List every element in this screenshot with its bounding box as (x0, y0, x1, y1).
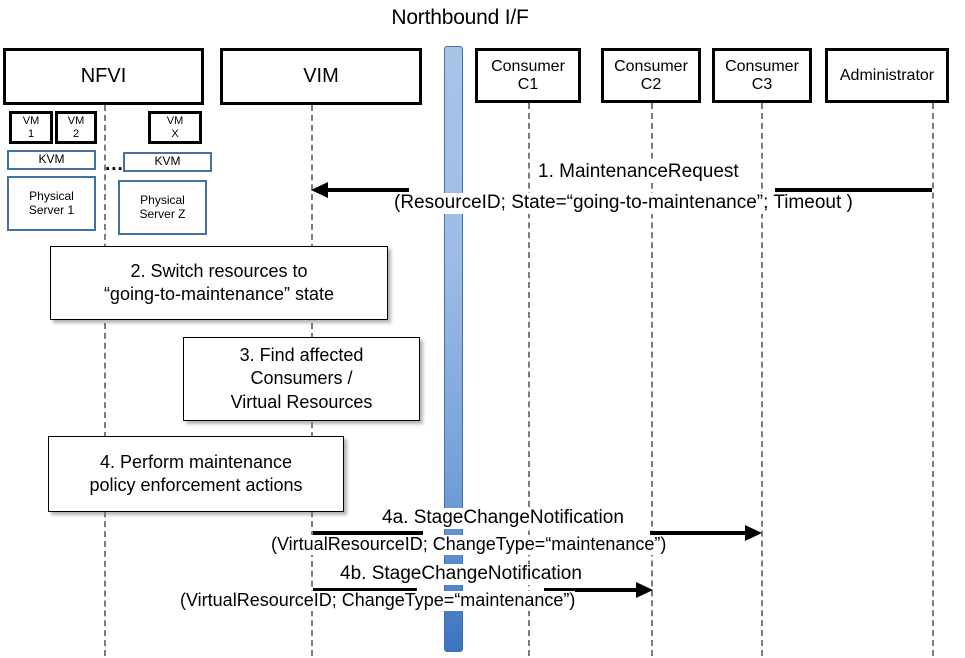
step-label-3: 3. Find affected Consumers / Virtual Res… (230, 345, 373, 412)
kvm-label-1: KVM (38, 152, 65, 167)
lifeline-consumer-c3 (761, 103, 763, 656)
step-label-4: 4. Perform maintenance policy enforcemen… (89, 451, 303, 495)
message-4a-title: 4a. StageChangeNotification (382, 507, 624, 529)
message-1-arrow-head (311, 182, 328, 198)
physical-server-box-2[interactable]: Physical Server Z (118, 180, 207, 235)
step-box-3[interactable]: 3. Find affected Consumers / Virtual Res… (183, 337, 420, 421)
vm-box-1[interactable]: VM 1 (9, 111, 53, 144)
step-box-2[interactable]: 2. Switch resources to “going-to-mainten… (50, 246, 388, 320)
actor-box-nfvi[interactable]: NFVI (3, 48, 204, 105)
actor-label-consumer-c2: Consumer C2 (614, 57, 688, 93)
lifeline-consumer-c1 (528, 103, 530, 656)
message-4b-line-left (313, 588, 417, 592)
lifeline-consumer-c2 (651, 103, 653, 656)
kvm-box-1[interactable]: KVM (7, 150, 96, 170)
message-4a-line-left (313, 531, 423, 535)
message-1-title: 1. MaintenanceRequest (538, 161, 739, 183)
actor-label-consumer-c1: Consumer C1 (491, 57, 565, 93)
message-4a-arrow-head (745, 525, 762, 541)
actor-box-consumer-c1[interactable]: Consumer C1 (475, 48, 581, 103)
actor-label-consumer-c3: Consumer C3 (725, 57, 799, 93)
vm-box-2[interactable]: VM 2 (55, 111, 97, 144)
kvm-box-2[interactable]: KVM (123, 152, 212, 172)
actor-box-consumer-c3[interactable]: Consumer C3 (712, 48, 812, 103)
actor-box-consumer-c2[interactable]: Consumer C2 (601, 48, 701, 103)
message-4a-line-right (650, 531, 746, 535)
actor-box-administrator[interactable]: Administrator (825, 48, 949, 103)
vm-box-x[interactable]: VM X (148, 111, 202, 144)
actor-box-vim[interactable]: VIM (220, 48, 422, 105)
vm-label-1: VM 1 (22, 115, 40, 140)
step-box-4[interactable]: 4. Perform maintenance policy enforcemen… (48, 436, 344, 512)
message-4b-line-right (544, 588, 637, 592)
message-1-params: (ResourceID; State=“going-to-maintenance… (394, 192, 853, 214)
actor-label-administrator: Administrator (839, 66, 935, 84)
physical-server-label-1: Physical Server 1 (28, 188, 75, 217)
message-4b-params: (VirtualResourceID; ChangeType=“maintena… (180, 590, 576, 611)
diagram-title: Northbound I/F (391, 6, 529, 29)
step-label-2: 2. Switch resources to “going-to-mainten… (103, 260, 335, 304)
message-4b-title: 4b. StageChangeNotification (340, 563, 582, 585)
physical-server-box-1[interactable]: Physical Server 1 (7, 176, 96, 231)
vm-label-2: VM 2 (67, 115, 85, 140)
lifeline-nfvi (104, 105, 106, 656)
northbound-if-bar (444, 46, 463, 652)
kvm-label-2: KVM (154, 154, 181, 169)
lifeline-administrator (932, 103, 934, 656)
actor-label-vim: VIM (303, 65, 339, 88)
ellipsis-icon: ... (105, 154, 124, 175)
message-4a-params: (VirtualResourceID; ChangeType=“maintena… (271, 534, 667, 555)
message-4b-arrow-head (636, 582, 653, 598)
physical-server-label-2: Physical Server Z (139, 192, 186, 221)
message-1-line-right (775, 188, 932, 192)
vm-label-x: VM X (166, 115, 184, 140)
actor-label-nfvi: NFVI (80, 65, 127, 88)
message-1-line-left (325, 188, 409, 192)
